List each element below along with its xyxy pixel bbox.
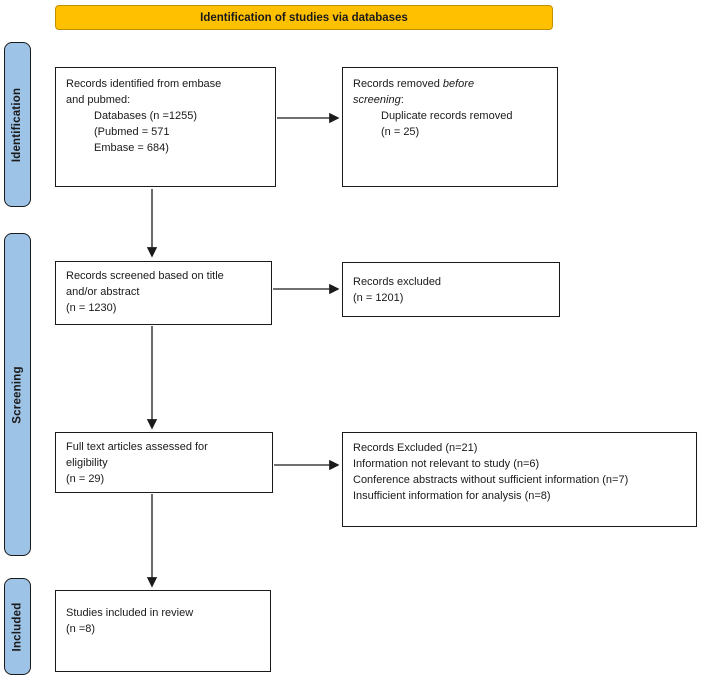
box-fulltext-excluded: Records Excluded (n=21) Information not … [342,432,697,527]
box-fulltext-assessed: Full text articles assessed for eligibil… [55,432,273,493]
stage-label-identification: Identification [4,42,31,207]
fulltext-assessed-line2: eligibility [66,457,108,469]
fulltext-excluded-line4: Insufficient information for analysis (n… [353,490,551,502]
stage-label-included: Included [4,578,31,675]
records-identified-line1: Records identified from embase [66,78,222,90]
records-removed-line4: (n = 25) [381,126,420,138]
fulltext-assessed-line3: (n = 29) [66,473,105,485]
stage-label-identification-text: Identification [11,87,24,162]
banner-label: Identification of studies via databases [200,11,408,24]
studies-included-line2: (n =8) [66,623,96,635]
box-records-identified: Records identified from embase and pubme… [55,67,276,187]
stage-label-screening: Screening [4,233,31,556]
records-removed-prefix: Records removed [353,78,440,90]
box-records-screened: Records screened based on title and/or a… [55,261,272,325]
records-identified-line2: and pubmed: [66,94,131,106]
records-removed-line1: Records removed before [353,76,547,92]
fulltext-excluded-line2: Information not relevant to study (n=6) [353,458,540,470]
banner-identification-via-databases: Identification of studies via databases [55,5,553,30]
box-records-excluded: Records excluded (n = 1201) [342,262,560,317]
records-identified-line4: (Pubmed = 571 [94,126,170,138]
stage-label-screening-text: Screening [11,365,24,424]
stage-label-included-text: Included [11,602,24,651]
studies-included-line1: Studies included in review [66,607,194,619]
records-removed-line2: screening: [353,92,547,108]
box-records-removed: Records removed before screening: Duplic… [342,67,558,187]
records-excluded-line2: (n = 1201) [353,292,404,304]
fulltext-excluded-line1: Records Excluded (n=21) [353,442,478,454]
records-screened-line1: Records screened based on title [66,270,224,282]
records-excluded-line1: Records excluded [353,276,442,288]
records-removed-colon: : [400,94,404,106]
box-studies-included: Studies included in review (n =8) [55,590,271,672]
fulltext-excluded-line3: Conference abstracts without sufficient … [353,474,629,486]
records-identified-line3: Databases (n =1255) [94,110,198,122]
fulltext-assessed-line1: Full text articles assessed for [66,441,208,453]
records-identified-line5: Embase = 684) [94,142,169,154]
records-screened-line2: and/or abstract [66,286,140,298]
records-screened-line3: (n = 1230) [66,302,117,314]
records-removed-italic1: before [442,78,475,90]
records-removed-line3: Duplicate records removed [381,110,513,122]
records-removed-italic2: screening [353,94,401,106]
